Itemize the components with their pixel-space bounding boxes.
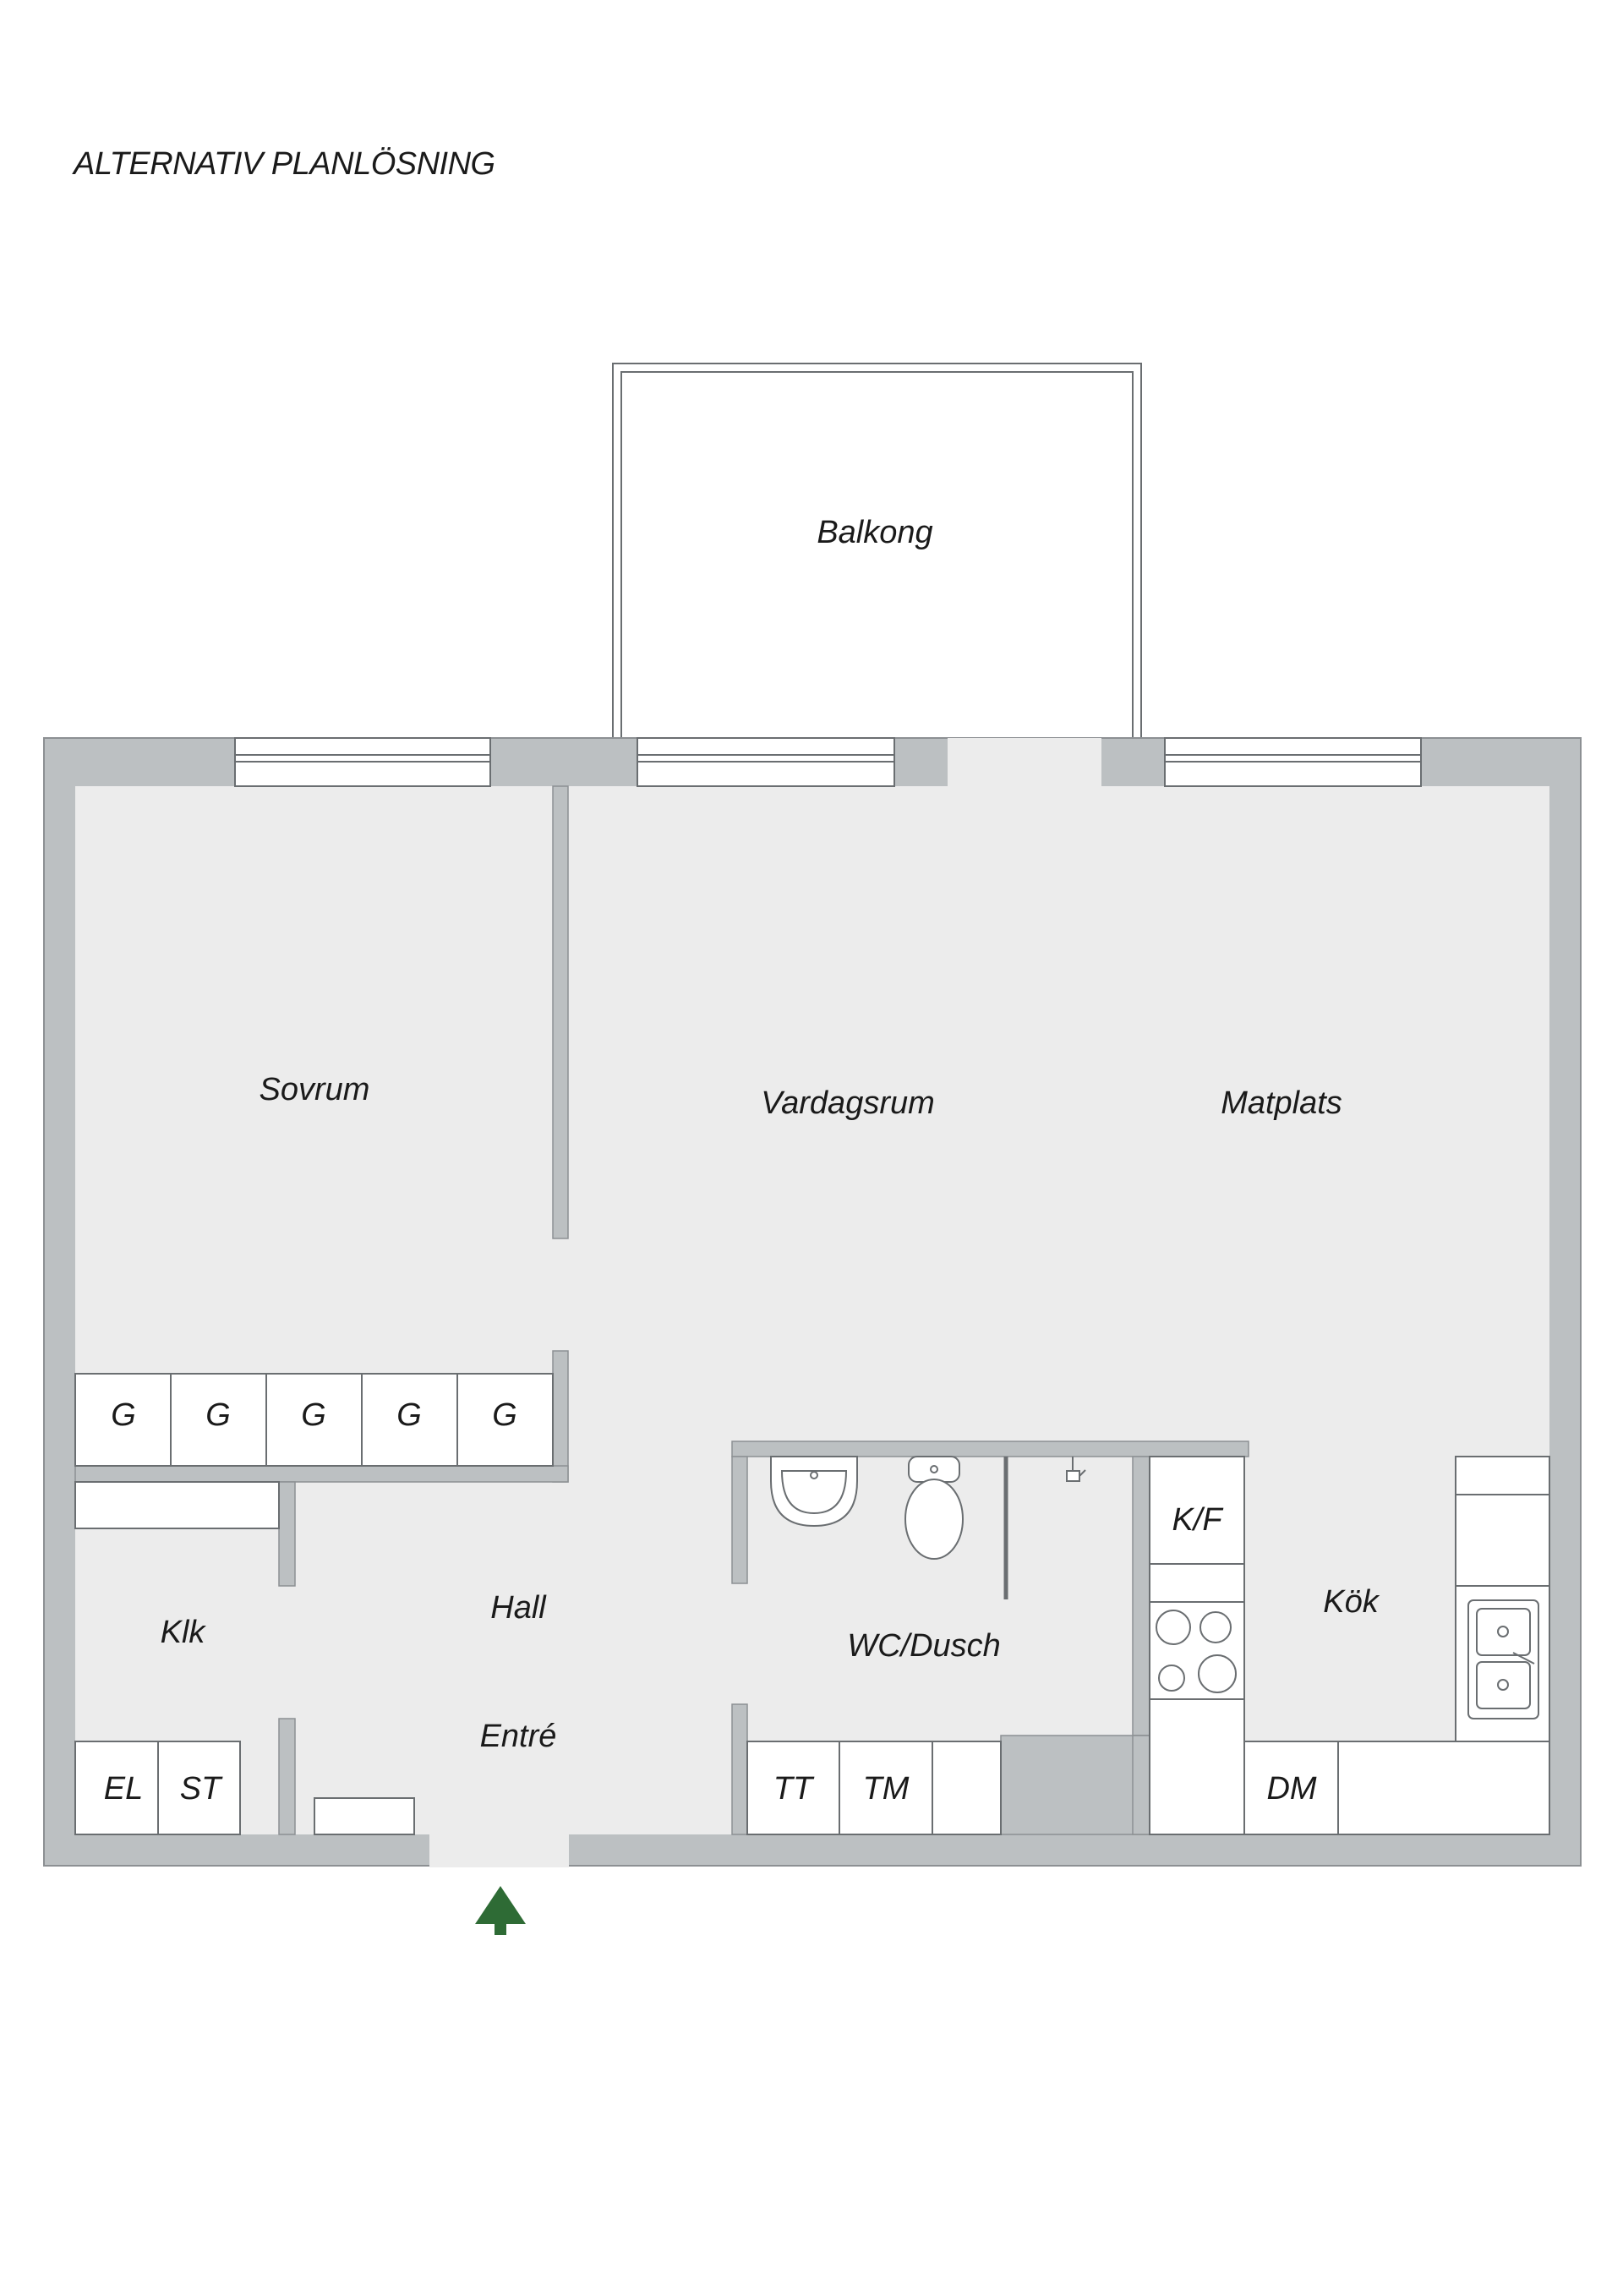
plan-heading: ALTERNATIV PLANLÖSNING bbox=[72, 146, 495, 182]
room-label-balkong: Balkong bbox=[817, 515, 932, 550]
storage-label-st: ST bbox=[180, 1771, 223, 1807]
storage-label-tt: TT bbox=[773, 1771, 815, 1807]
storage-label-kf: K/F bbox=[1172, 1502, 1223, 1538]
room-label-kok: Kök bbox=[1323, 1584, 1380, 1620]
window-sovrum bbox=[234, 737, 491, 787]
wardrobe-label: G bbox=[396, 1397, 422, 1433]
storage-label-tm: TM bbox=[863, 1771, 910, 1807]
storage-labels: G G G G G EL ST TT TM K/F DM bbox=[104, 1397, 1317, 1807]
interior-floor bbox=[75, 738, 1549, 1867]
wardrobe-label: G bbox=[205, 1397, 231, 1433]
windows bbox=[234, 737, 1422, 787]
wardrobe-label: G bbox=[492, 1397, 517, 1433]
wardrobe-label: G bbox=[111, 1397, 136, 1433]
balcony bbox=[612, 363, 1142, 741]
window-vardagsrum bbox=[637, 737, 895, 787]
hob-icon bbox=[1156, 1610, 1237, 1693]
window-matplats bbox=[1164, 737, 1422, 787]
washbasin-icon bbox=[770, 1456, 858, 1528]
room-label-vardagsrum: Vardagsrum bbox=[761, 1085, 935, 1121]
wardrobe-label: G bbox=[301, 1397, 326, 1433]
storage-label-el: EL bbox=[104, 1771, 143, 1807]
room-label-klk: Klk bbox=[161, 1615, 207, 1650]
room-label-matplats: Matplats bbox=[1221, 1085, 1342, 1121]
entrance-arrow-icon bbox=[475, 1886, 526, 1935]
room-label-entre: Entré bbox=[480, 1719, 557, 1754]
kitchen-sink-icon bbox=[1467, 1599, 1539, 1719]
room-labels: Balkong Sovrum Vardagsrum Matplats Klk H… bbox=[161, 515, 1380, 1754]
shower-icon bbox=[1003, 1457, 1086, 1599]
room-label-wc-dusch: WC/Dusch bbox=[847, 1628, 1001, 1664]
room-label-sovrum: Sovrum bbox=[260, 1072, 370, 1107]
toilet-icon bbox=[904, 1456, 964, 1560]
room-label-hall: Hall bbox=[490, 1590, 547, 1626]
storage-label-dm: DM bbox=[1266, 1771, 1316, 1807]
interior-walls bbox=[74, 785, 1249, 1835]
